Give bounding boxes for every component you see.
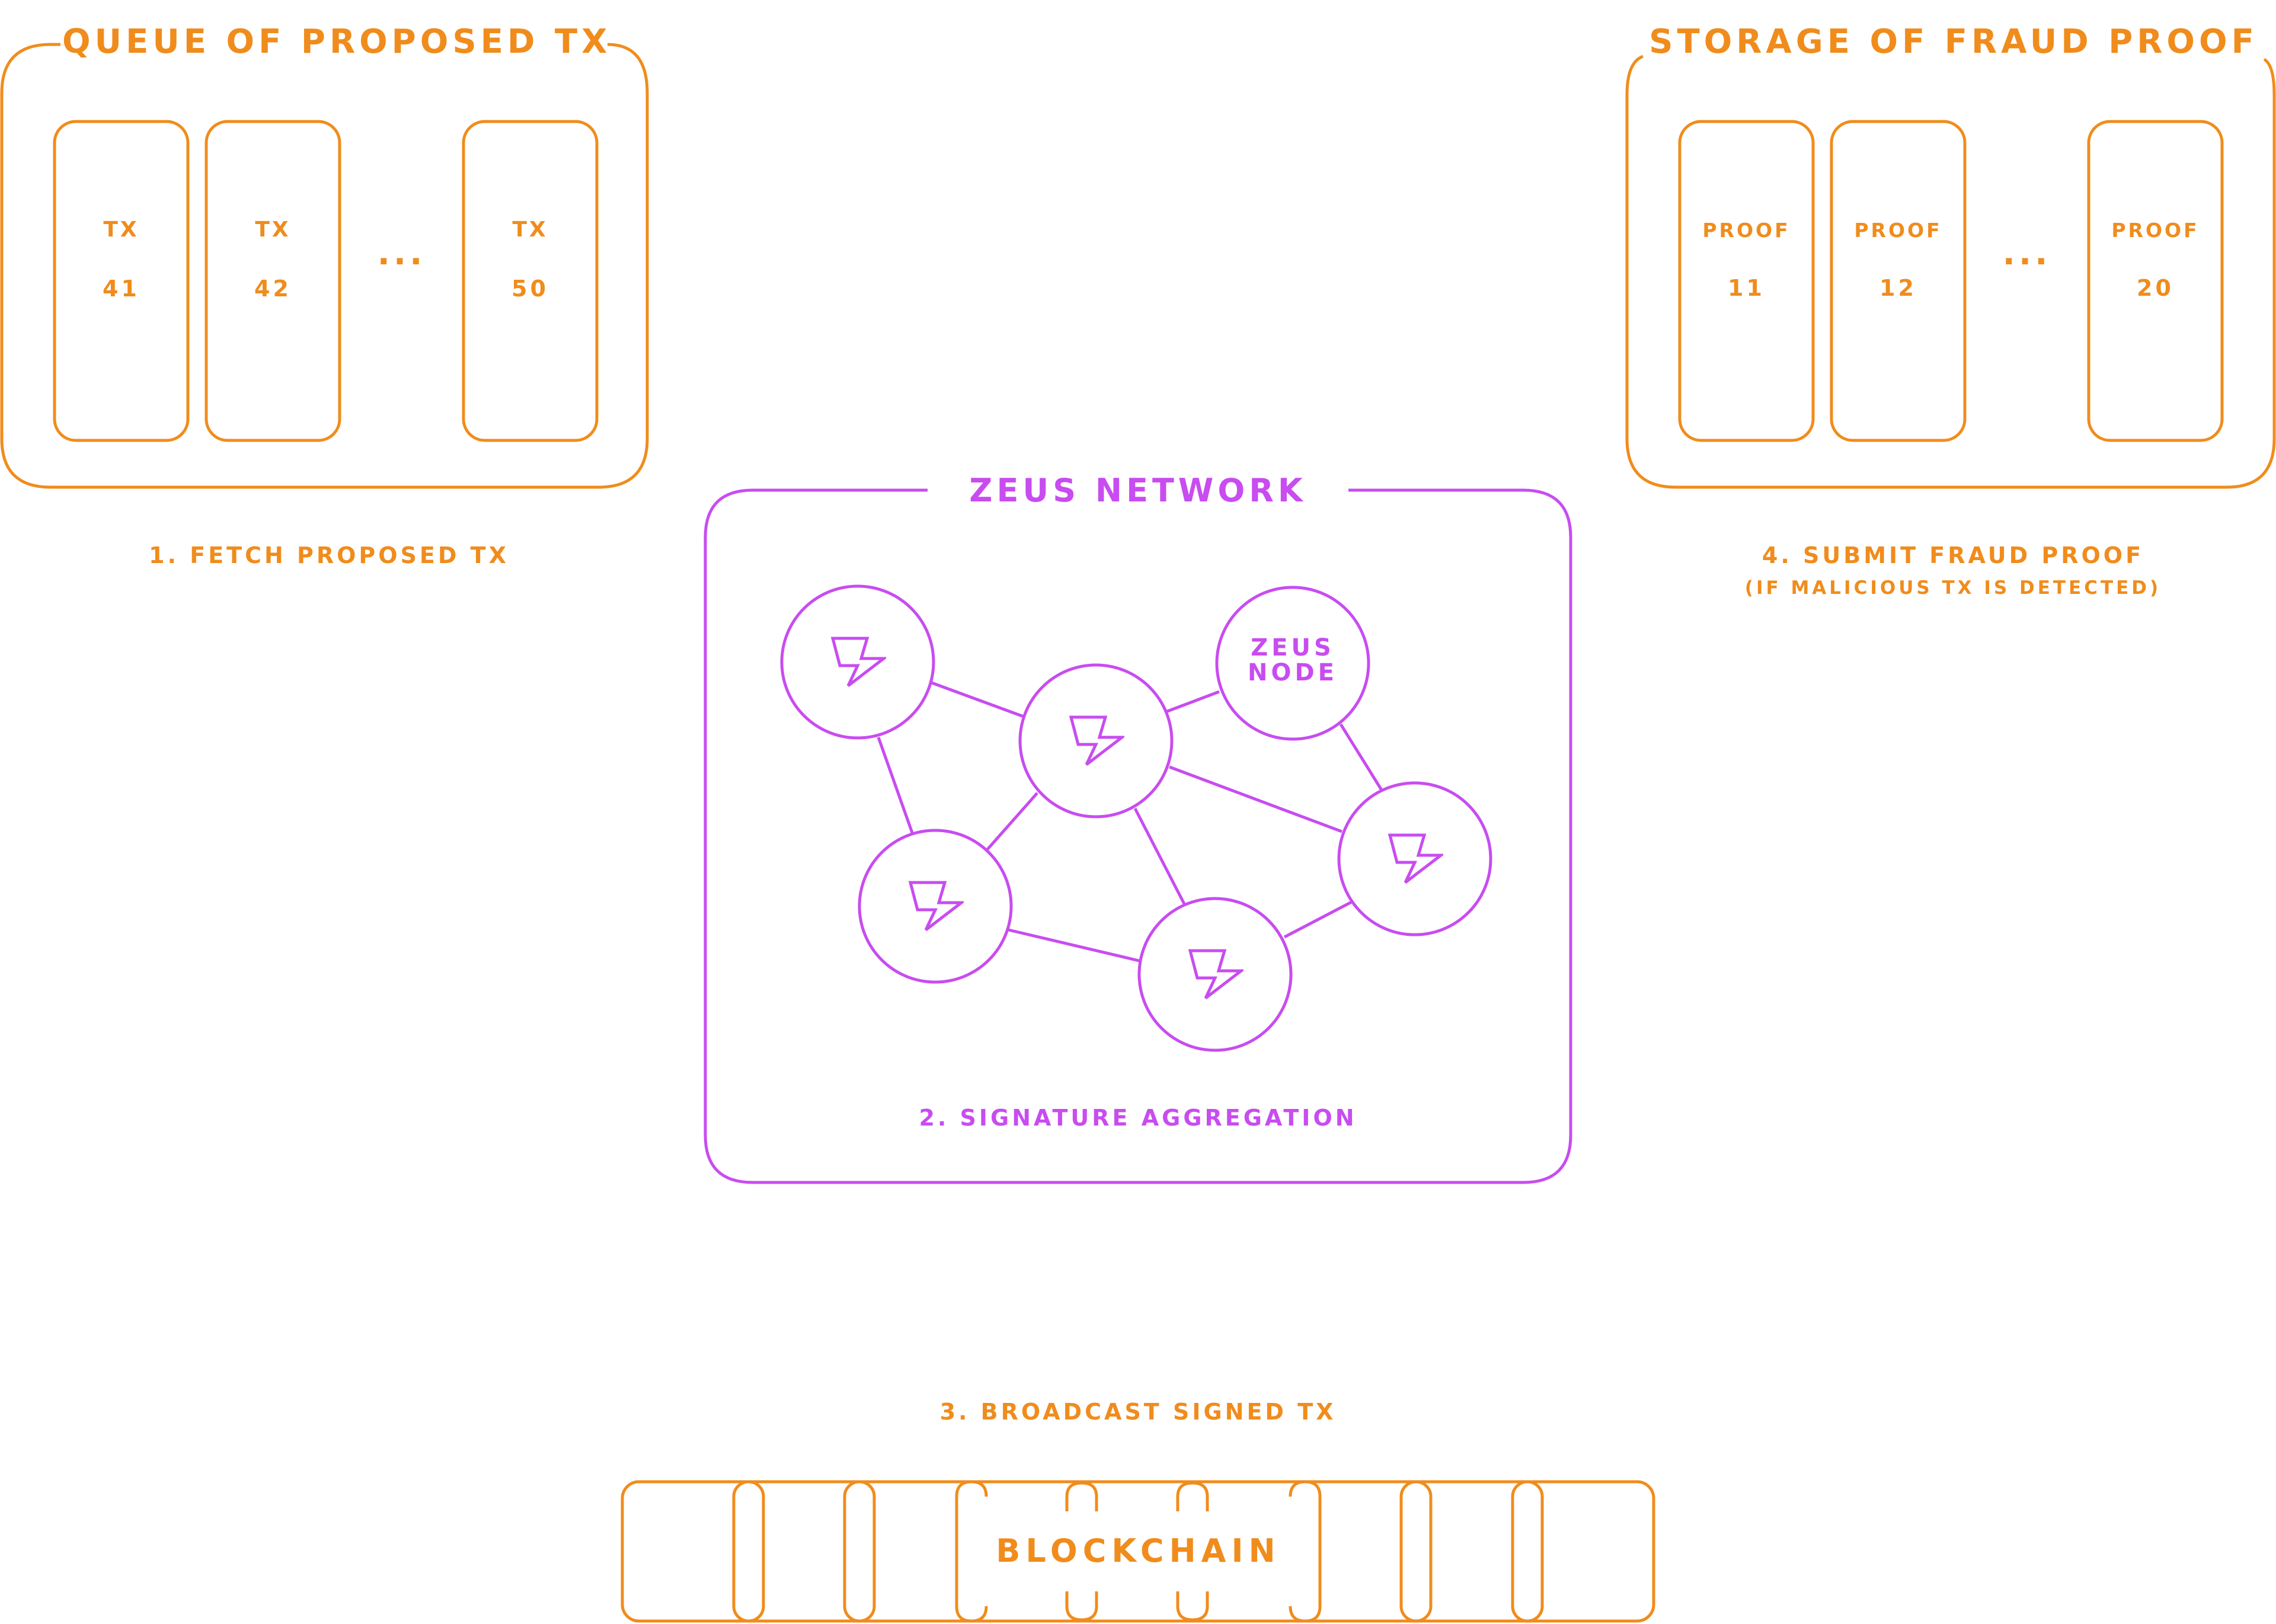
network-node[interactable] xyxy=(1337,781,1492,936)
proof-card-number: 11 xyxy=(1728,275,1765,301)
queue-ellipsis: ... xyxy=(377,234,426,273)
step-3-label: 3. BROADCAST SIGNED TX xyxy=(939,1399,1337,1425)
network-title: ZEUS NETWORK xyxy=(969,472,1307,509)
proof-card-20[interactable] xyxy=(2087,120,2224,442)
tx-card-41[interactable] xyxy=(53,120,190,442)
network-nodes xyxy=(780,584,1492,1052)
proof-card-number: 12 xyxy=(1879,275,1917,301)
edge xyxy=(986,792,1038,851)
chain-notch xyxy=(1065,1481,1098,1511)
storage-cards xyxy=(1678,120,2224,442)
step-4-label: 4. SUBMIT FRAUD PROOF xyxy=(1762,542,2144,568)
step-1-label: 1. FETCH PROPOSED TX xyxy=(149,542,509,568)
chain-notch xyxy=(1176,1481,1209,1511)
tx-card-label: TX xyxy=(512,218,548,242)
zeus-node[interactable] xyxy=(1215,586,1370,741)
network-node[interactable] xyxy=(858,829,1013,984)
storage-frame xyxy=(1625,55,2276,489)
tx-card-label: TX xyxy=(255,218,291,242)
network-node[interactable] xyxy=(1018,663,1174,819)
chain-link xyxy=(1399,1480,1433,1623)
tx-card-number: 50 xyxy=(512,276,549,302)
edge xyxy=(1133,807,1186,905)
proof-card-label: PROOF xyxy=(1702,219,1791,242)
chain-link xyxy=(843,1480,876,1623)
network-node[interactable] xyxy=(780,584,935,740)
edge xyxy=(1008,928,1140,963)
edge xyxy=(931,681,1024,718)
storage-title: STORAGE OF FRAUD PROOF xyxy=(1649,23,2258,61)
proof-card-label: PROOF xyxy=(1854,219,1942,242)
blockchain-label: BLOCKCHAIN xyxy=(996,1532,1281,1569)
chain-link xyxy=(732,1480,765,1623)
proof-card-number: 20 xyxy=(2137,275,2174,301)
edge xyxy=(1339,723,1383,791)
chain-link-right xyxy=(1289,1480,1322,1623)
tx-card-label: TX xyxy=(103,218,139,242)
zeus-node-label-line2: NODE xyxy=(1247,659,1338,686)
chain-link xyxy=(1511,1480,1544,1623)
tx-card-number: 42 xyxy=(254,276,292,302)
edge xyxy=(1283,900,1353,939)
chain-notch xyxy=(1176,1591,1209,1622)
proof-card-label: PROOF xyxy=(2111,219,2200,242)
edge xyxy=(1165,690,1220,714)
tx-card-number: 41 xyxy=(103,276,140,302)
proof-card-12[interactable] xyxy=(1830,120,1967,442)
chain-link-left xyxy=(955,1480,988,1623)
storage-ellipsis: ... xyxy=(2002,234,2051,273)
tx-card-42[interactable] xyxy=(204,120,341,442)
network-edges xyxy=(877,681,1383,963)
queue-cards xyxy=(53,120,599,442)
queue-title: QUEUE OF PROPOSED TX xyxy=(62,23,612,61)
blockchain[interactable] xyxy=(621,1480,1655,1623)
edge xyxy=(1169,765,1342,833)
proof-card-11[interactable] xyxy=(1678,120,1815,442)
network-node[interactable] xyxy=(1137,897,1293,1052)
edge xyxy=(877,737,914,833)
step-2-label: 2. SIGNATURE AGGREGATION xyxy=(919,1105,1357,1131)
chain-notch xyxy=(1065,1591,1098,1622)
blockchain-center xyxy=(957,1482,1320,1621)
tx-card-50[interactable] xyxy=(462,120,599,442)
zeus-node-label-line1: ZEUS xyxy=(1251,634,1335,661)
step-4-note: (IF MALICIOUS TX IS DETECTED) xyxy=(1744,577,2162,599)
queue-frame xyxy=(0,43,649,489)
network-frame xyxy=(704,488,1572,1184)
